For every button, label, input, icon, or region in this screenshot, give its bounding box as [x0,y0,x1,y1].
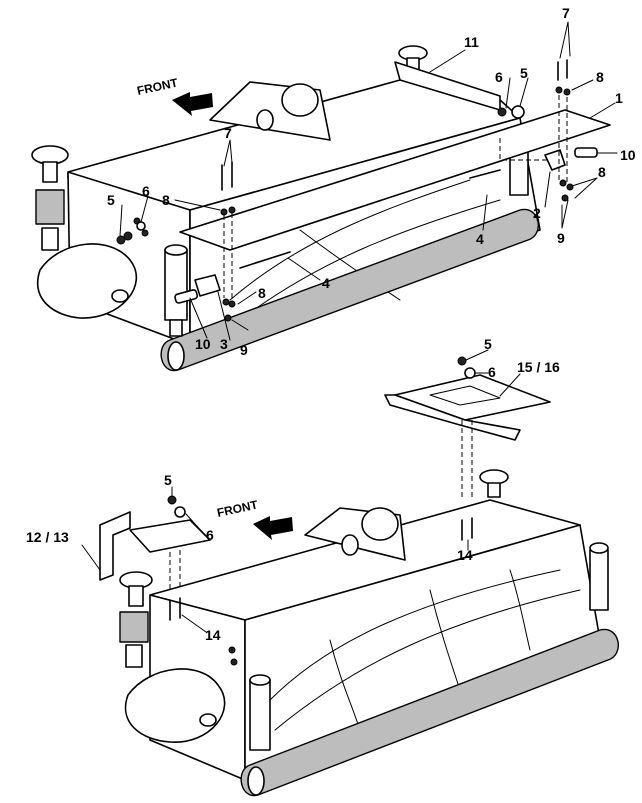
pivot-bore-top [256,109,274,131]
callout-14-right: 14 [457,547,473,563]
pivot-hub-top [281,83,319,117]
reel-blade-b3 [329,639,361,731]
callout-2: 2 [533,205,541,221]
roller-end-top [167,341,185,371]
bracket-horizontal [129,519,211,553]
bolts-14-right [461,517,473,541]
callout-5-skid: 5 [484,336,492,352]
height-adjuster-right-bottom [589,542,609,611]
callout-8-right-lower: 8 [598,164,606,180]
skid-plate-slot [429,385,501,406]
side-bolt-b1 [228,646,236,654]
side-bolt-b2 [230,658,238,666]
callout-5-right: 5 [520,65,528,81]
callout-12-13: 12 / 13 [26,529,69,545]
skid-plate-15-16 [384,356,551,500]
callout-10-left: 10 [195,336,211,352]
reel-blade-2 [239,199,501,321]
reel-blade-1 [229,179,471,301]
front-arrow-bottom: FRONT [216,498,293,540]
callout-4-left: 4 [322,275,330,291]
bolts-14-left [169,597,181,621]
rear-roller-bottom [240,628,619,797]
callout-9-left: 9 [240,342,248,358]
side-bolt-2 [141,229,149,237]
reel-blade-b4 [429,589,461,691]
pivot-bore-bottom [341,534,359,556]
callout-1: 1 [615,90,623,106]
washer-6-bracket [174,506,186,518]
callout-6-skid: 6 [488,364,496,380]
gearbox-cover-top [37,243,137,319]
adjust-knob-left-bottom [119,571,153,668]
callout-7-left: 7 [224,125,232,141]
deflector-plate [179,109,611,251]
bottom-assembly-view: FRONT [26,336,619,797]
nut-5-bracket [167,495,177,505]
callout-8-left-lower: 8 [258,285,266,301]
callout-5-bracket: 5 [164,472,172,488]
callout-14-left: 14 [205,627,221,643]
fastener-stack-top-left [220,161,236,322]
rear-roller-top [160,208,539,372]
bracket-vertical [99,511,131,581]
callout-5-left: 5 [107,192,115,208]
reel-blade-b5 [509,569,531,651]
callout-6-left: 6 [142,183,150,199]
adjust-knob-right-bottom [479,469,509,498]
callout-6-bracket: 6 [206,527,214,543]
washer-6-skid [464,367,476,379]
front-arrow-top-icon [172,92,213,116]
gearbox-cover-bottom [124,668,226,743]
cutting-unit-bottom [119,469,619,797]
skid-guide-dash [461,420,473,500]
reel-blade-b1 [269,569,561,701]
front-arrow-top: FRONT [136,76,213,116]
support-rod-4b [469,169,501,179]
gearbox-bolt-bottom [199,713,217,727]
callout-3: 3 [220,336,228,352]
callout-8-left-upper: 8 [162,192,170,208]
reel-blade-3 [299,229,401,301]
nut-washer-5-6-top [116,105,525,245]
callout-6-right: 6 [495,69,503,85]
top-assembly-view: FRONT [31,5,636,372]
skid-plate-lip [384,394,521,441]
pin-10-right [574,147,598,158]
gearbox-bolt-top [111,289,129,303]
support-rod-4a [239,251,291,269]
height-adjuster-left-bottom [249,674,271,751]
callout-15-16: 15 / 16 [517,359,560,375]
pivot-hub-bottom [361,507,399,541]
adjust-knob-left-top [31,145,69,251]
front-label-top: FRONT [136,76,180,98]
pin-10-left [174,289,199,304]
fastener-stack-top-right [555,59,574,202]
front-label-bottom: FRONT [216,498,260,520]
roller-end-bottom [247,766,265,796]
side-nut-1 [123,231,133,241]
nut-5-skid [457,356,467,366]
callout-10-right: 10 [620,147,636,163]
callout-11: 11 [464,34,479,50]
deflector-plate-1 [179,109,611,251]
leader-lines-bottom [81,349,521,633]
front-arrow-bottom-icon [253,516,293,540]
bracket-2 [544,149,566,171]
callout-9-right: 9 [557,230,565,246]
bracket-12-13 [99,495,211,600]
callout-7-right: 7 [562,5,570,21]
bracket-3 [194,274,221,297]
callout-8-right-upper: 8 [596,69,604,85]
reel-blade-b2 [274,589,581,731]
callout-4-right: 4 [476,231,484,247]
leader-lines-top [119,21,618,341]
